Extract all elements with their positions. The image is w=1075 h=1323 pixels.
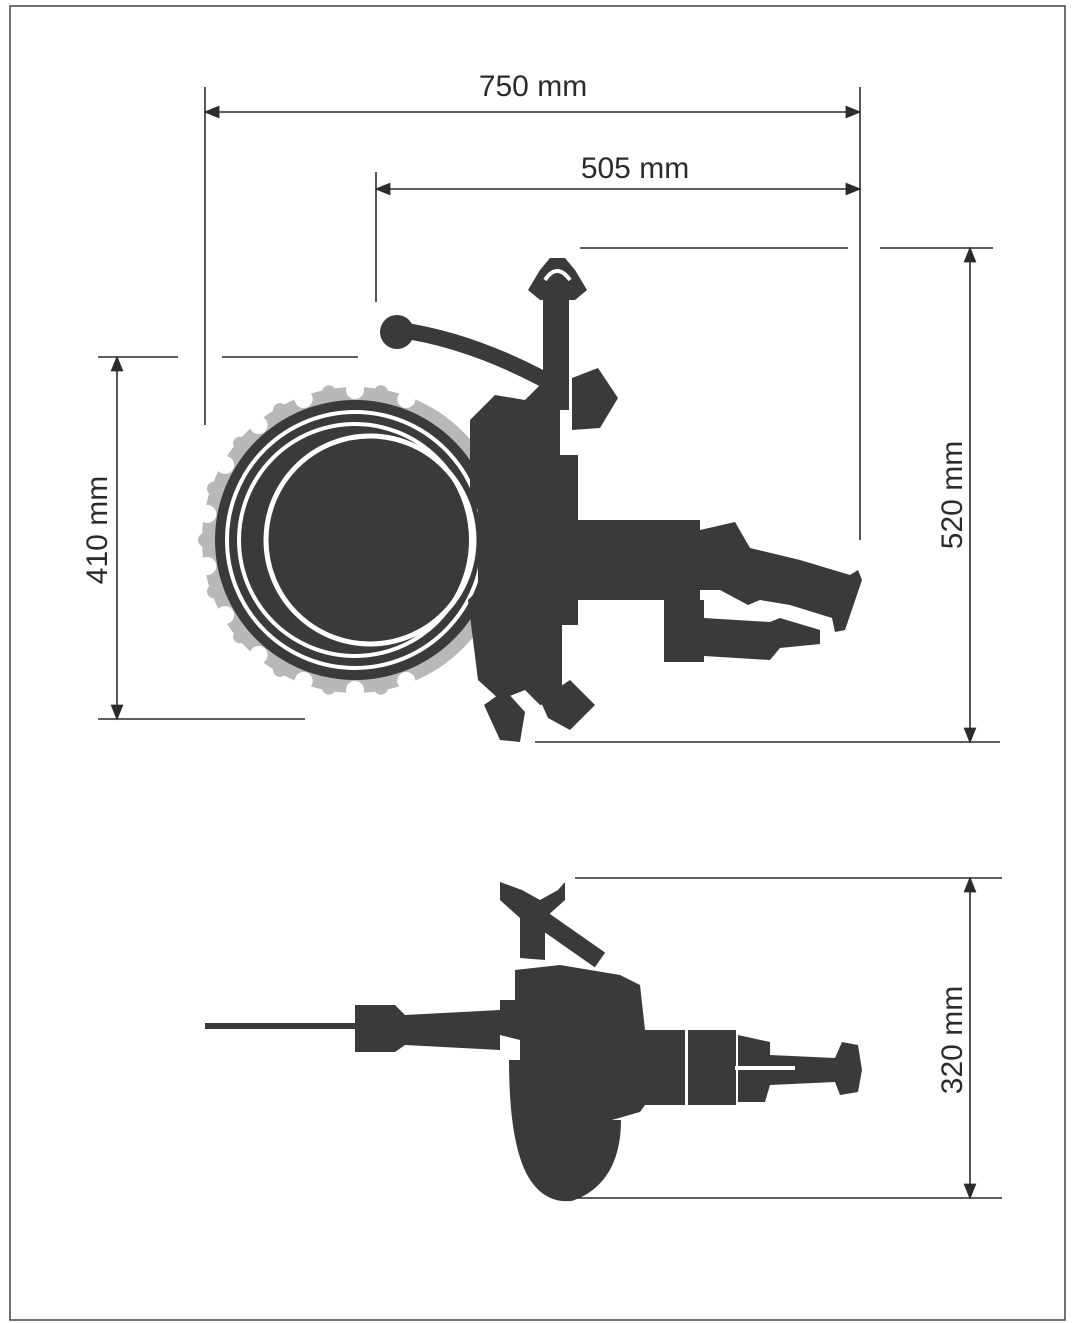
- side-motor-block: [688, 1030, 736, 1105]
- side-motor-handle: [738, 1035, 862, 1102]
- gear-tooth: [346, 681, 364, 699]
- dim-label-410: 410 mm: [81, 476, 114, 584]
- motor-coupling: [650, 520, 700, 600]
- clamp-ring-body: [215, 400, 495, 680]
- gear-tooth: [374, 680, 388, 695]
- side-view-machine: [205, 882, 862, 1202]
- side-handle-arm: [534, 910, 606, 968]
- feed-screw: [543, 290, 569, 410]
- gear-tooth: [397, 672, 416, 690]
- gear-tooth: [233, 629, 248, 644]
- gear-tooth: [346, 381, 364, 399]
- drawing-frame: [9, 5, 1066, 1321]
- gear-tooth: [294, 390, 313, 408]
- dim-label-320: 320 mm: [936, 986, 969, 1094]
- gear-tooth: [216, 456, 235, 474]
- gear-tooth: [198, 505, 217, 523]
- gear-tooth: [249, 416, 268, 435]
- gear-tooth: [198, 557, 217, 575]
- side-t-handle: [500, 882, 565, 960]
- lower-clamp-left: [484, 690, 525, 742]
- gear-tooth: [216, 606, 235, 624]
- carry-handle: [392, 322, 553, 388]
- spindle-rod: [205, 1023, 355, 1029]
- gear-tooth: [198, 533, 212, 547]
- gear-tooth: [397, 390, 416, 408]
- gear-tooth: [233, 436, 248, 451]
- gear-tooth: [322, 385, 336, 400]
- side-lower-handle: [509, 1059, 621, 1202]
- side-main-body: [500, 965, 685, 1195]
- upper-tool-block: [572, 368, 618, 430]
- gear-tooth: [249, 645, 268, 664]
- dim-label-750: 750 mm: [479, 70, 587, 103]
- top-view-machine: [198, 258, 862, 742]
- gear-tooth: [294, 672, 313, 690]
- ring-groove-core: [263, 433, 477, 647]
- dimension-lines: [98, 87, 1002, 1200]
- gear-tooth: [374, 385, 388, 400]
- dim-label-520: 520 mm: [936, 441, 969, 549]
- gear-tooth: [207, 584, 221, 599]
- gear-teeth: [198, 381, 416, 699]
- feed-screw-knob: [528, 258, 587, 300]
- gear-tooth: [207, 481, 221, 496]
- lower-clamp-right: [540, 680, 595, 730]
- motor-body: [700, 522, 862, 632]
- knob-slot: [543, 269, 572, 282]
- dim-label-505: 505 mm: [581, 152, 689, 185]
- spindle-housing: [355, 1005, 500, 1052]
- gear-tooth: [322, 680, 336, 695]
- motor-highlight: [735, 1066, 795, 1070]
- gear-tooth: [273, 403, 287, 418]
- gearbox-housing: [468, 360, 660, 705]
- drive-shaft: [704, 618, 820, 660]
- ring-groove-inner: [237, 422, 473, 658]
- handle-knob: [380, 315, 414, 349]
- gear-tooth: [273, 662, 287, 677]
- lower-motor-block: [664, 600, 704, 662]
